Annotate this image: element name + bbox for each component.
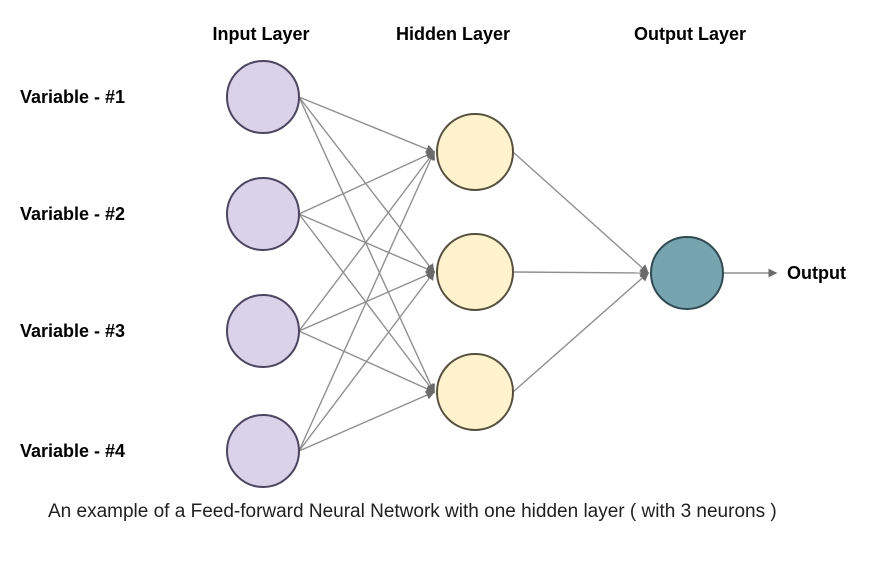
connection-arrow bbox=[298, 270, 435, 452]
connection-arrow bbox=[298, 213, 436, 274]
edge-group bbox=[298, 96, 778, 452]
node-input-4 bbox=[226, 414, 300, 488]
node-hidden-2 bbox=[436, 233, 514, 311]
connection-arrow bbox=[298, 96, 435, 274]
node-group bbox=[226, 60, 724, 488]
connection-arrow bbox=[298, 150, 435, 452]
connection-arrow bbox=[512, 151, 650, 274]
connection-arrow bbox=[298, 390, 436, 452]
variable-label-1: Variable - #1 bbox=[20, 87, 126, 107]
connection-arrow bbox=[298, 150, 435, 332]
node-input-1 bbox=[226, 60, 300, 134]
node-input-3 bbox=[226, 294, 300, 368]
connection-arrow bbox=[298, 96, 435, 394]
diagram-caption: An example of a Feed-forward Neural Netw… bbox=[48, 501, 777, 522]
connection-arrow bbox=[298, 151, 436, 215]
layer-title-input: Input Layer bbox=[212, 24, 310, 44]
node-hidden-1 bbox=[436, 113, 514, 191]
node-hidden-3 bbox=[436, 353, 514, 431]
layer-title-output: Output Layer bbox=[633, 24, 746, 44]
connection-arrow bbox=[512, 272, 650, 393]
node-output-1 bbox=[650, 236, 724, 310]
node-input-2 bbox=[226, 177, 300, 251]
layer-title-hidden: Hidden Layer bbox=[395, 24, 511, 44]
variable-label-2: Variable - #2 bbox=[20, 204, 126, 224]
variable-label-3: Variable - #3 bbox=[20, 321, 126, 341]
connection-arrow bbox=[512, 268, 650, 278]
output-label: Output bbox=[787, 263, 846, 283]
variable-label-4: Variable - #4 bbox=[20, 441, 126, 461]
connection-arrow bbox=[298, 96, 436, 154]
